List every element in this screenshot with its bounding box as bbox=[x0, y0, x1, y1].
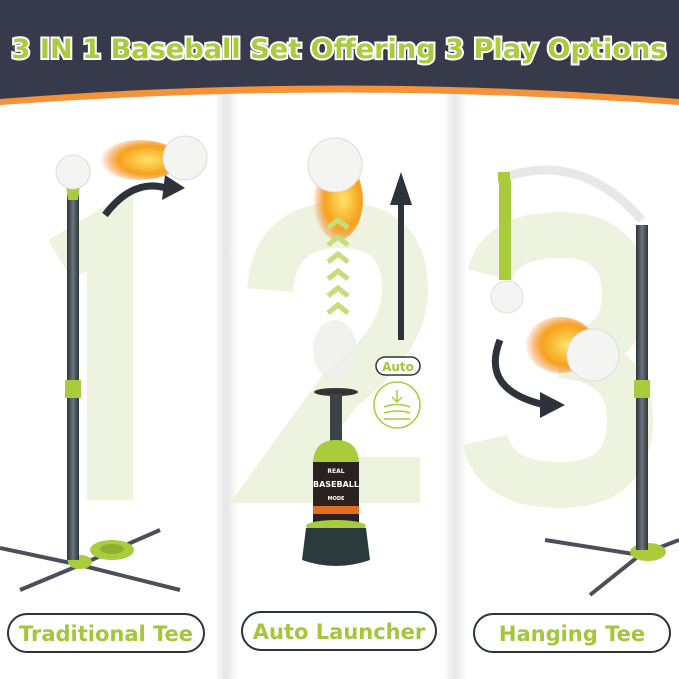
auto-launch-icon bbox=[373, 381, 421, 429]
auto-launcher-illustration: REAL BASEBALL MODE bbox=[302, 137, 412, 566]
traditional-tee-illustration bbox=[0, 135, 208, 592]
panel-divider bbox=[214, 90, 238, 679]
label-traditional-tee-text: Traditional Tee bbox=[19, 622, 193, 646]
device-label-line1: REAL bbox=[327, 468, 344, 475]
device-label-line2: BASEBALL bbox=[313, 480, 359, 489]
page-title: 3 IN 1 Baseball Set Offering 3 Play Opti… bbox=[12, 34, 667, 65]
hanging-tee-illustration bbox=[490, 165, 679, 597]
label-traditional-tee: Traditional Tee bbox=[7, 613, 205, 653]
header-band bbox=[0, 0, 679, 99]
panel-number-2-watermark bbox=[230, 201, 429, 503]
panel-divider bbox=[443, 90, 467, 679]
auto-badge-text: Auto bbox=[382, 360, 414, 374]
label-hanging-tee-text: Hanging Tee bbox=[499, 622, 645, 646]
auto-mode-badge: Auto bbox=[375, 356, 421, 376]
label-hanging-tee: Hanging Tee bbox=[473, 613, 671, 653]
label-auto-launcher: Auto Launcher bbox=[241, 611, 437, 651]
label-auto-launcher-text: Auto Launcher bbox=[253, 620, 426, 644]
device-label-line3: MODE bbox=[328, 496, 345, 502]
